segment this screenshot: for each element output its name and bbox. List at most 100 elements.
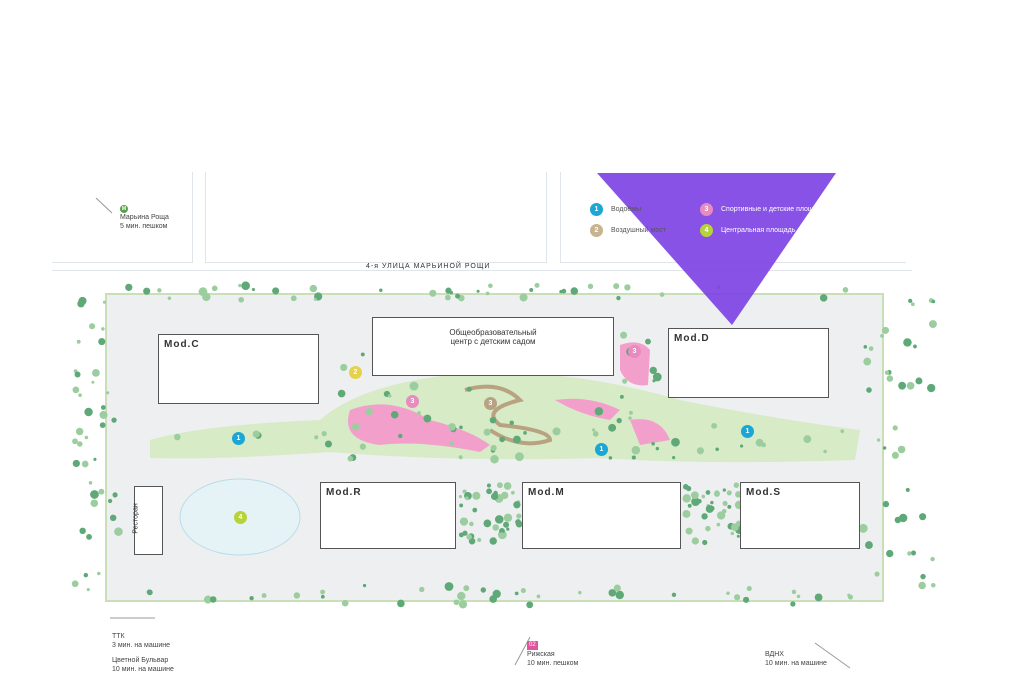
tree-icon	[874, 571, 880, 577]
marker-water[interactable]: 1	[595, 443, 608, 456]
marker-playground[interactable]: 3	[406, 395, 419, 408]
marker-playground[interactable]: 3	[628, 345, 641, 358]
tree-icon	[649, 366, 657, 375]
building-mod-c[interactable]: Mod.C	[158, 334, 319, 404]
tree-icon	[106, 391, 110, 395]
tree-icon	[814, 593, 823, 602]
tree-icon	[480, 587, 486, 593]
tree-icon	[709, 505, 715, 511]
tree-icon	[892, 425, 898, 431]
tree-icon	[803, 435, 812, 444]
tree-icon	[75, 427, 84, 436]
tree-icon	[534, 282, 540, 288]
tree-icon	[417, 411, 421, 415]
tree-icon	[90, 499, 99, 508]
label-riga: 02 Рижская 10 мин. пешком	[527, 640, 578, 668]
tree-icon	[613, 283, 620, 290]
tree-icon	[459, 425, 463, 430]
tree-icon	[866, 387, 872, 393]
tree-icon	[360, 352, 365, 357]
tree-icon	[705, 525, 711, 532]
tree-icon	[868, 346, 874, 351]
tree-icon	[453, 599, 460, 606]
tree-icon	[100, 405, 106, 410]
tree-icon	[884, 370, 890, 375]
label-vdnh: ВДНХ 10 мин. на машине	[765, 650, 827, 668]
tree-icon	[743, 596, 750, 603]
marker-square[interactable]: 4	[234, 511, 247, 524]
tree-icon	[209, 596, 217, 603]
tree-icon	[238, 296, 245, 303]
tree-icon	[387, 393, 392, 398]
tree-icon	[472, 491, 481, 500]
tree-icon	[79, 527, 86, 535]
tree-icon	[697, 498, 702, 504]
tree-icon	[459, 517, 469, 526]
tree-icon	[529, 287, 534, 292]
marker-playground[interactable]: 3	[484, 397, 497, 410]
cb-time: 10 мин. на машине	[112, 666, 174, 673]
tree-icon	[458, 600, 468, 609]
tree-icon	[682, 494, 691, 503]
tree-icon	[98, 338, 106, 346]
tree-icon	[631, 446, 641, 455]
tree-icon	[715, 447, 719, 452]
tree-icon	[483, 428, 491, 436]
tree-icon	[730, 531, 735, 536]
tree-icon	[523, 431, 527, 435]
marker-bridge[interactable]: 2	[349, 366, 362, 379]
tree-icon	[509, 420, 514, 426]
marker-water[interactable]: 1	[741, 425, 754, 438]
street-block-1	[52, 172, 193, 263]
tree-icon	[503, 521, 510, 528]
ttk-name: ТТК	[112, 633, 125, 640]
tree-icon	[865, 541, 873, 550]
tree-icon	[908, 298, 913, 303]
tree-icon	[886, 549, 894, 558]
tree-icon	[72, 438, 78, 445]
street-label: 4-я УЛИЦА МАРЬИНОЙ РОЩИ	[362, 263, 495, 270]
vdnh-time: 10 мин. на машине	[765, 660, 827, 667]
tree-icon	[561, 288, 567, 294]
tree-icon	[72, 459, 80, 468]
tree-icon	[241, 281, 250, 291]
central-park	[150, 372, 860, 463]
tree-icon	[202, 292, 211, 302]
building-school[interactable]: Общеобразовательный центр с детским садо…	[372, 317, 614, 376]
tree-icon	[324, 440, 332, 448]
tree-icon	[500, 532, 504, 536]
tree-icon	[251, 287, 256, 292]
tree-icon	[501, 491, 509, 500]
tree-icon	[880, 334, 884, 338]
tree-icon	[898, 513, 908, 523]
tree-icon	[930, 582, 936, 588]
tree-icon	[506, 527, 510, 531]
building-mod-r[interactable]: Mod.R	[320, 482, 456, 549]
tree-icon	[511, 490, 515, 495]
building-mod-m[interactable]: Mod.M	[522, 482, 681, 549]
tree-icon	[718, 511, 725, 519]
building-mod-s[interactable]: Mod.S	[740, 482, 860, 549]
tree-icon	[486, 488, 492, 495]
tree-icon	[716, 522, 721, 527]
ttk-time: 3 мин. на машине	[112, 642, 171, 649]
tree-icon	[881, 326, 890, 334]
tree-icon	[930, 556, 935, 562]
tree-icon	[796, 594, 801, 599]
tree-icon	[616, 295, 621, 301]
tree-icon	[496, 482, 503, 489]
tree-icon	[608, 456, 613, 460]
tree-icon	[652, 372, 662, 382]
tree-icon	[652, 379, 656, 383]
tree-icon	[516, 513, 522, 519]
tree-icon	[726, 490, 732, 496]
tree-icon	[466, 386, 472, 392]
tree-icon	[619, 394, 624, 399]
building-restaurant[interactable]: Ресторан	[133, 486, 163, 555]
tree-icon	[526, 601, 534, 609]
marker-water[interactable]: 1	[232, 432, 245, 445]
building-mod-d[interactable]: Mod.D	[668, 328, 829, 398]
tree-icon	[111, 417, 117, 423]
